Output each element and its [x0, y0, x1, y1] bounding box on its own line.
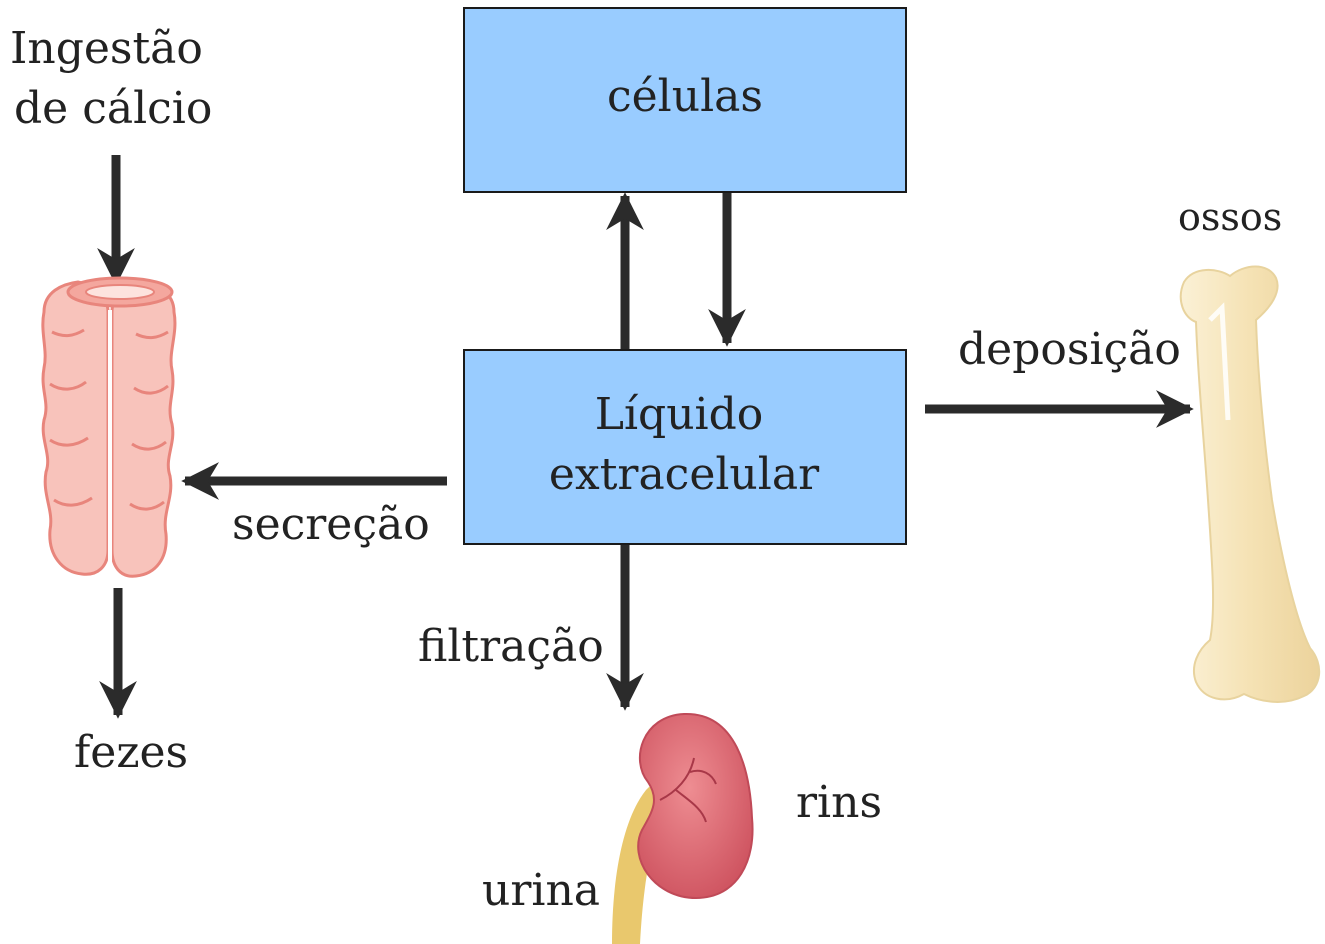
deposition-label: deposição: [958, 324, 1181, 375]
filtration-label: filtração: [418, 621, 604, 672]
ecf-box-label-line2: extracelular: [548, 449, 820, 500]
bone-icon: [1179, 265, 1321, 703]
kidneys-label: rins: [796, 777, 883, 828]
kidney-icon: [612, 712, 754, 944]
intestine-icon: [41, 276, 177, 578]
cells-box-label: células: [607, 71, 763, 122]
arrows: [97, 155, 1194, 719]
ecf-box-shape: [463, 349, 907, 545]
secretion-label: secreção: [232, 499, 430, 550]
cells-box-shape: [463, 7, 907, 193]
intake-label-line2: de cálcio: [14, 83, 213, 134]
urine-label: urina: [482, 865, 601, 916]
bones-label: ossos: [1178, 195, 1283, 239]
feces-label: fezes: [74, 727, 189, 778]
intake-label-line1: Ingestão: [10, 23, 203, 74]
ecf-box-label-line1: Líquido: [594, 389, 764, 440]
